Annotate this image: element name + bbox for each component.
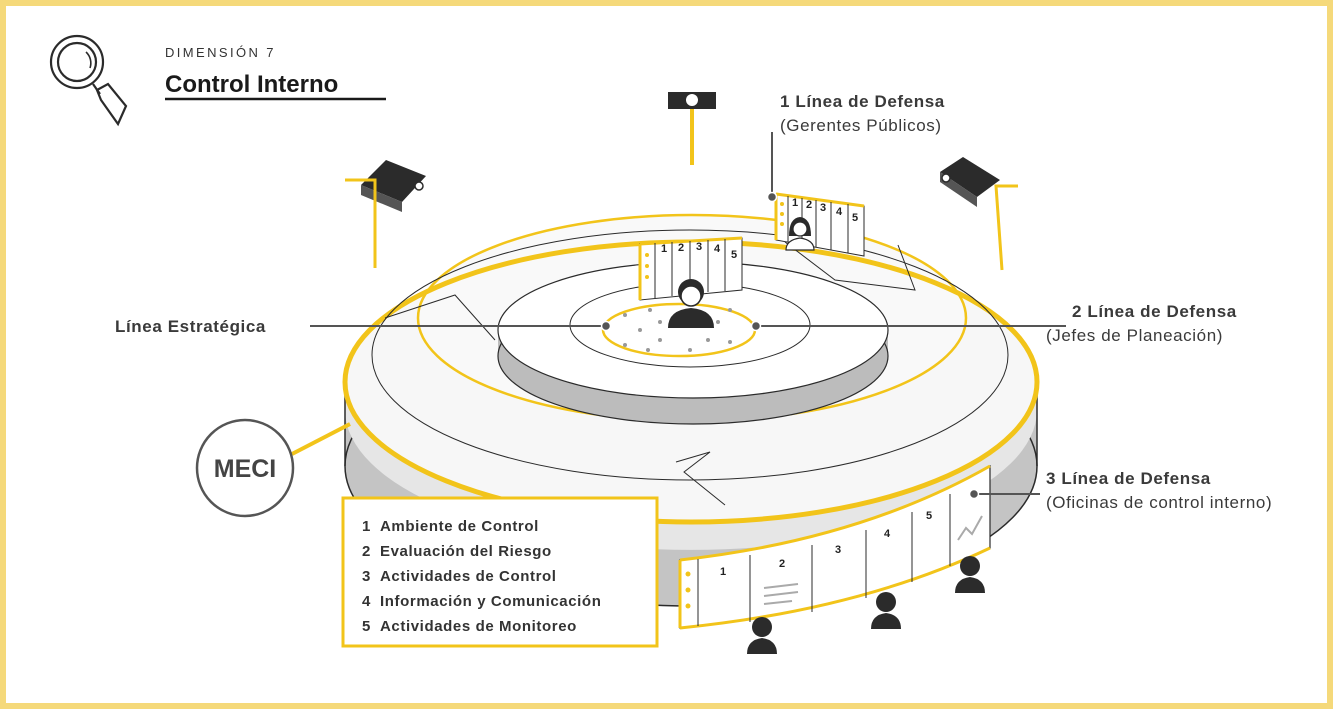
upper-panel-number-5: 5 [852, 212, 858, 224]
central-panel-number-4: 4 [714, 243, 721, 255]
bottom-panel-band: 1 2 3 4 5 [678, 464, 991, 630]
components-box: 1 Ambiente de Control 2 Evaluación del R… [341, 496, 659, 648]
component-1-num: 1 [362, 518, 371, 535]
panel-number-1: 1 [720, 566, 726, 578]
fold-line-right [784, 241, 916, 291]
camera-icon [668, 92, 716, 109]
projector-left-icon [361, 160, 426, 212]
callout-strategic [310, 320, 612, 332]
third-line-title: 3 Línea de Defensa [1046, 469, 1211, 488]
person-bottom-1-icon [747, 617, 777, 654]
central-panel-number-2: 2 [678, 242, 684, 254]
inner-disc [497, 261, 889, 425]
panel-number-4: 4 [884, 528, 891, 540]
component-3-label: Actividades de Control [380, 568, 557, 585]
person-center-icon [668, 279, 714, 328]
meci-badge: MECI [195, 418, 295, 518]
person-bottom-2-icon [871, 592, 901, 629]
page-title: Control Interno [165, 71, 338, 98]
projector-right-icon [940, 157, 1000, 207]
component-5-label: Actividades de Monitoreo [380, 618, 577, 635]
upper-panel-number-4: 4 [836, 206, 843, 218]
outer-thin-ring [371, 229, 1009, 481]
upper-panel-number-1: 1 [792, 197, 798, 209]
meci-connector [291, 422, 351, 456]
second-line-subtitle: (Jefes de Planeación) [1046, 326, 1223, 345]
callout-second-line [750, 320, 1066, 332]
central-panel-number-5: 5 [731, 249, 737, 261]
callout-first-line [766, 132, 778, 203]
meci-label: MECI [214, 455, 277, 483]
center-dots [623, 308, 732, 352]
projector-left-connector [345, 178, 377, 268]
component-3-num: 3 [362, 568, 371, 585]
first-line-title: 1 Línea de Defensa [780, 92, 945, 111]
dimension-label: DIMENSIÓN 7 [165, 45, 276, 60]
projector-right-connector [994, 184, 1018, 271]
component-1-label: Ambiente de Control [380, 518, 539, 535]
panel-number-5: 5 [926, 510, 932, 522]
person-upper-icon [785, 217, 815, 251]
component-2-label: Evaluación del Riesgo [380, 543, 552, 560]
component-4-label: Información y Comunicación [380, 593, 601, 610]
second-line-title: 2 Línea de Defensa [1072, 302, 1237, 321]
third-line-subtitle: (Oficinas de control interno) [1046, 493, 1272, 512]
component-4-num: 4 [362, 593, 371, 610]
callout-third-line [968, 488, 1040, 500]
upper-panel-number-3: 3 [820, 202, 826, 214]
upper-panel-number-2: 2 [806, 199, 812, 211]
strategic-line-label: Línea Estratégica [115, 317, 266, 336]
person-bottom-3-icon [955, 556, 985, 593]
fold-line-bottom [675, 451, 726, 506]
component-2-num: 2 [362, 543, 371, 560]
magnifier-icon [49, 34, 128, 127]
panel-number-2: 2 [779, 558, 785, 570]
first-line-subtitle: (Gerentes Públicos) [780, 116, 942, 135]
central-panel-number-1: 1 [661, 243, 667, 255]
component-5-num: 5 [362, 618, 371, 635]
central-panel-number-3: 3 [696, 241, 702, 253]
central-panel: 1 2 3 4 5 [638, 236, 743, 301]
panel-number-3: 3 [835, 544, 841, 556]
